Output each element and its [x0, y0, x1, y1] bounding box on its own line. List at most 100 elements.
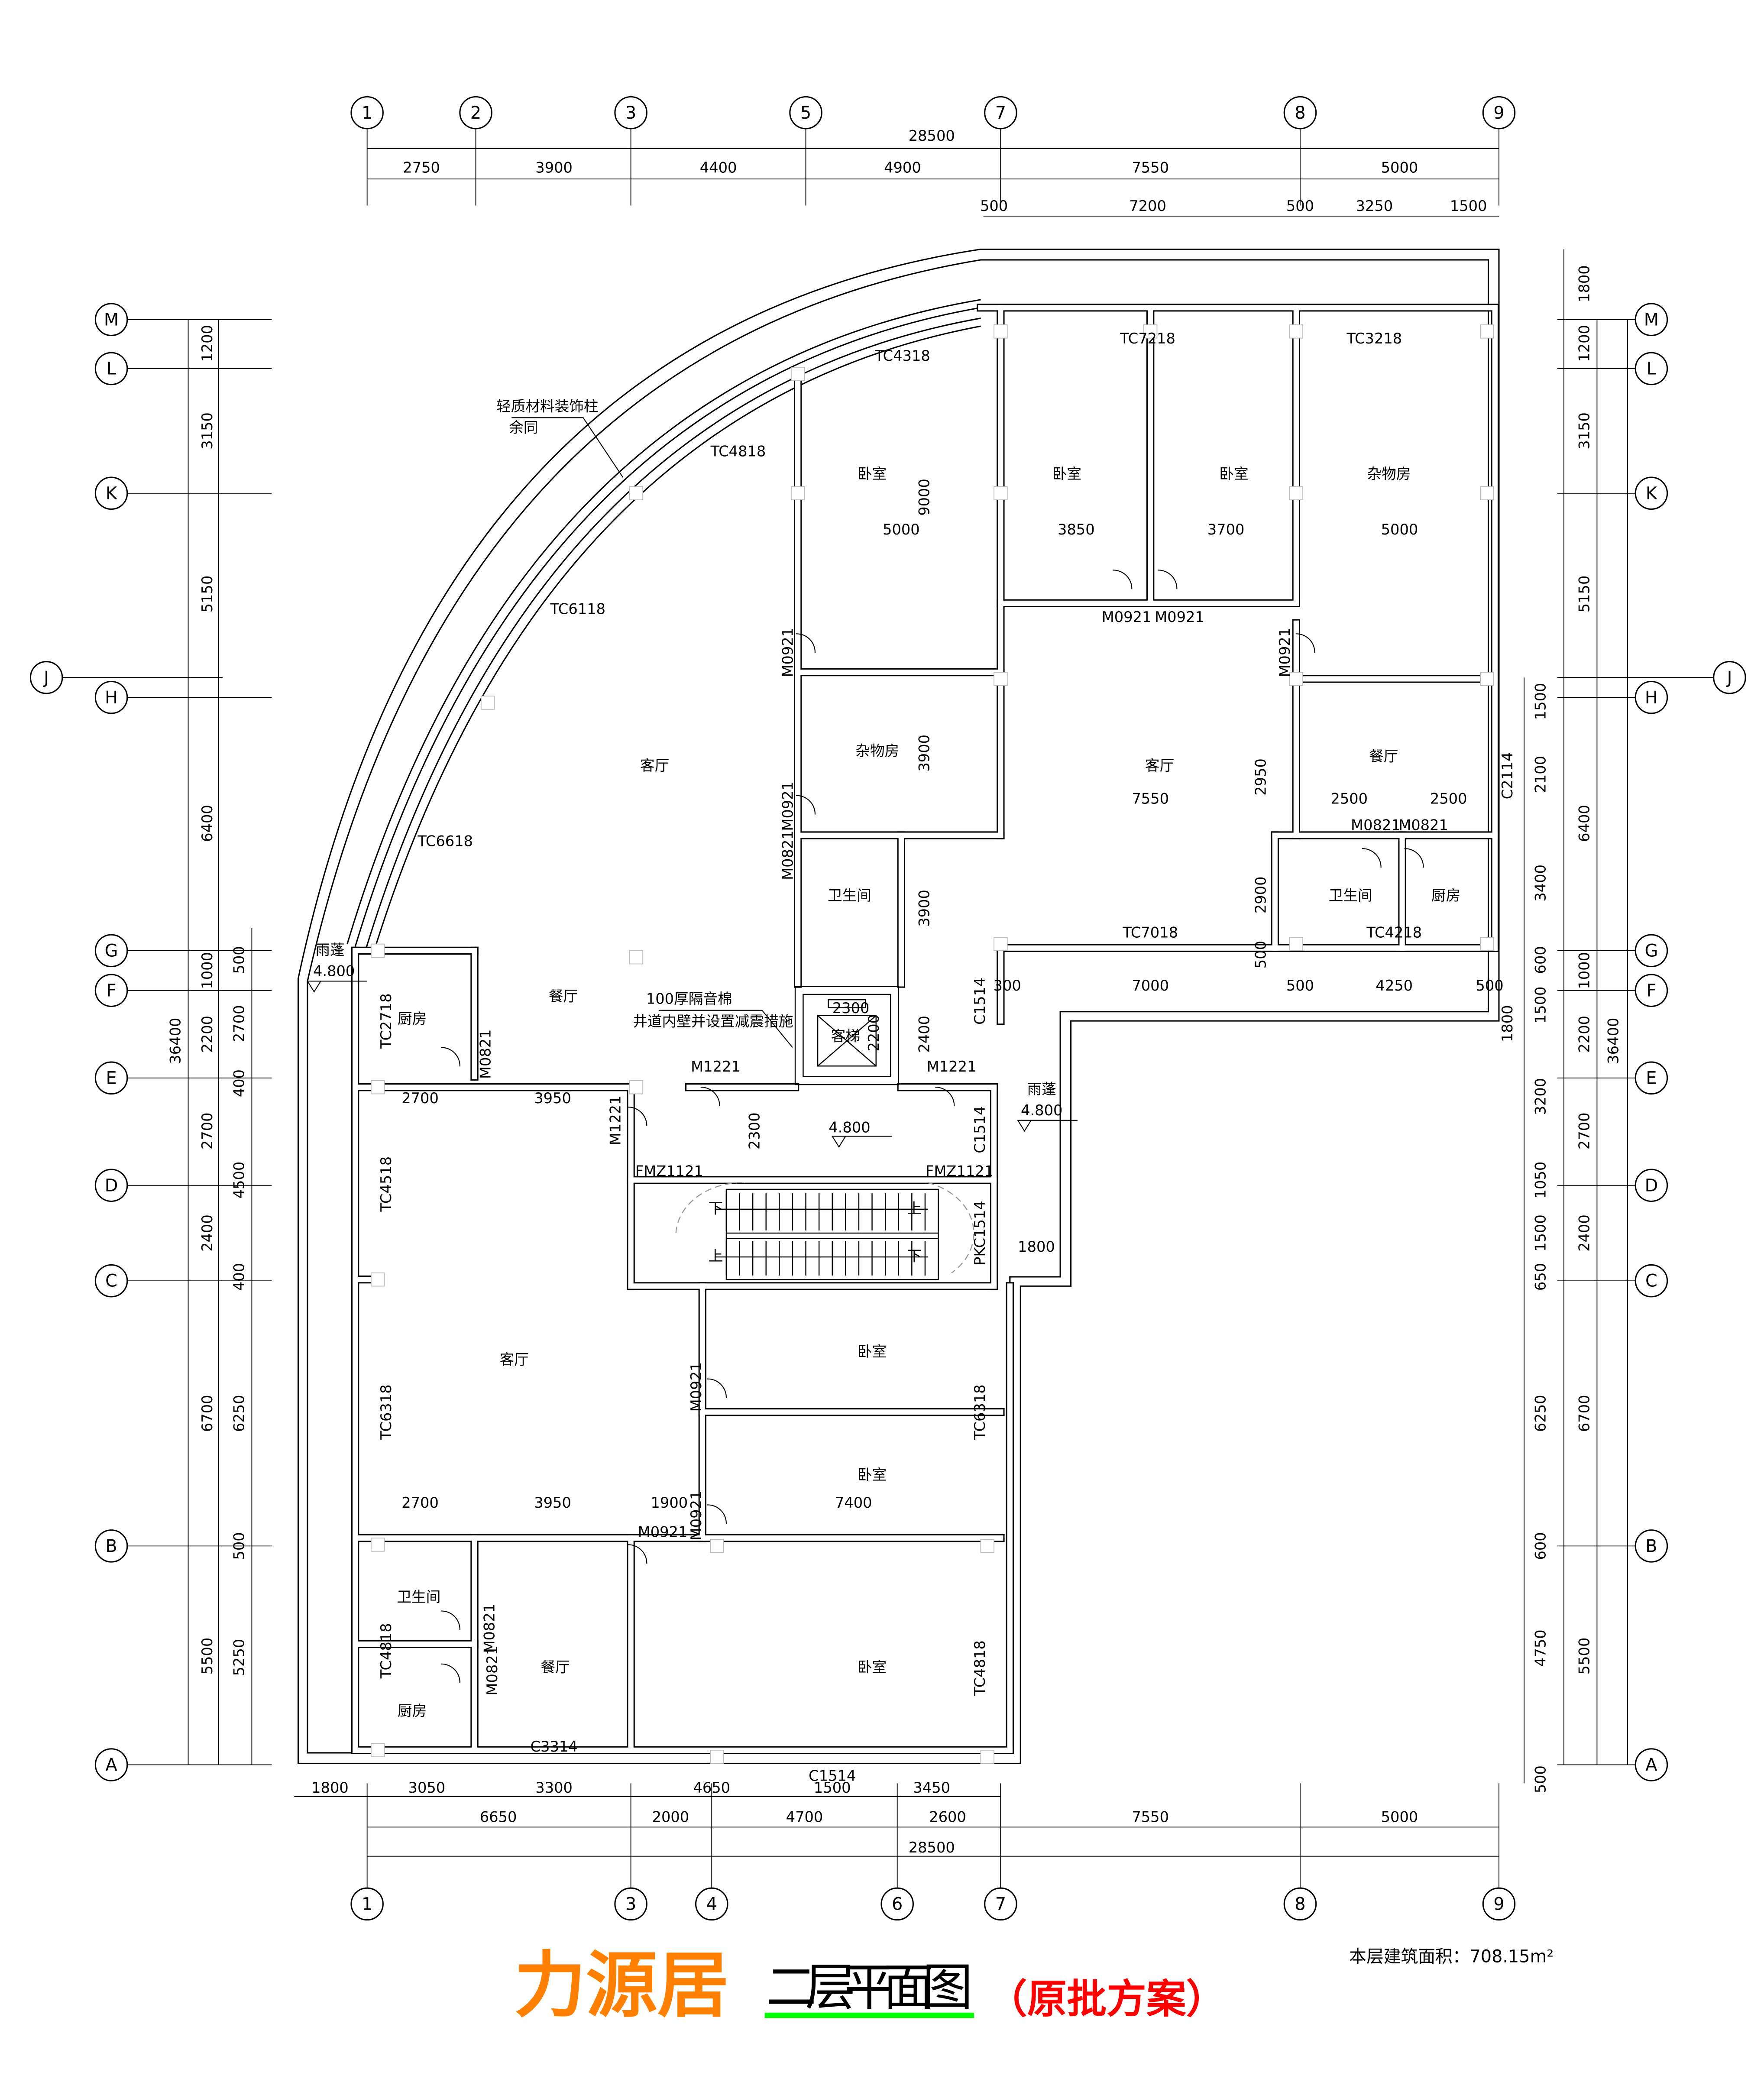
axis-label: D — [1645, 1176, 1658, 1195]
annotation-label: M0821 — [1398, 817, 1448, 834]
dimension-text: 36400 — [167, 1018, 184, 1064]
annotation-label: 7550 — [1132, 790, 1169, 807]
dimension-text: 5500 — [1576, 1638, 1592, 1675]
axis-label: 9 — [1493, 103, 1504, 123]
axis-label: C — [1645, 1271, 1657, 1291]
annotation-label: TC4818 — [971, 1640, 988, 1696]
floor-area: 本层建筑面积：708.15m² — [1349, 1947, 1554, 1967]
annotation-label: M0921 — [1102, 609, 1152, 625]
annotation-label: 下 — [709, 1200, 723, 1217]
building-outline — [297, 248, 1500, 1764]
annotation-label: 2700 — [401, 1494, 439, 1511]
dimension-text: 3150 — [199, 412, 216, 450]
annotation-label: TC2718 — [378, 993, 395, 1049]
dimension-text: 7550 — [1132, 1808, 1169, 1825]
dimension-text: 2700 — [230, 1005, 247, 1042]
axis-bubble — [1283, 1887, 1317, 1921]
axis-label: K — [106, 483, 117, 503]
column — [790, 486, 805, 500]
annotation-label: 300 — [994, 977, 1021, 994]
axis-bubble — [789, 96, 822, 130]
annotation-label: 100厚隔音棉 — [646, 991, 732, 1007]
room-label: 餐厅 — [541, 1659, 570, 1676]
room-label: 杂物房 — [1367, 465, 1411, 482]
leader-line — [658, 1010, 793, 1048]
axis-label: 8 — [1295, 103, 1305, 123]
column — [370, 1272, 385, 1287]
annotation-label: 500 — [1286, 977, 1314, 994]
room-label: 客厅 — [640, 757, 669, 774]
annotation-label: TC4818 — [378, 1623, 395, 1679]
axis-label: 4 — [706, 1894, 717, 1914]
column — [1480, 324, 1494, 339]
axis-bubble — [94, 352, 128, 385]
axis-bubble — [29, 661, 63, 694]
annotation-label: 2500 — [1430, 790, 1467, 807]
annotation-label: 500 — [1476, 977, 1503, 994]
door-swing — [707, 1378, 727, 1398]
column — [1289, 672, 1304, 686]
axis-label: G — [105, 941, 118, 961]
room-label: 厨房 — [398, 1703, 427, 1720]
annotation-label: TC6618 — [417, 832, 473, 849]
door-swing — [628, 1544, 647, 1564]
column — [980, 1539, 994, 1553]
annotation-label: 4.800 — [313, 962, 355, 979]
column — [370, 943, 385, 958]
dimension-text: 3900 — [535, 159, 573, 176]
axis-label: 6 — [892, 1894, 903, 1914]
room-label: 卫生间 — [1329, 887, 1372, 904]
axis-bubble — [459, 96, 492, 130]
dimension-text: 5250 — [230, 1639, 247, 1676]
column — [480, 696, 495, 710]
door-swing — [628, 1107, 647, 1127]
column — [994, 672, 1008, 686]
axis-bubble — [1635, 352, 1668, 385]
column — [1289, 324, 1304, 339]
axis-label: F — [107, 981, 117, 1001]
annotation-label: 3900 — [916, 890, 932, 927]
room-label: 卧室 — [1052, 465, 1081, 482]
annotation-label: 9000 — [916, 479, 932, 516]
leader-line — [511, 417, 624, 478]
column — [370, 1538, 385, 1552]
dimension-text: 5000 — [1381, 159, 1418, 176]
annotation-label: 500 — [1253, 941, 1269, 968]
axis-label: E — [106, 1068, 117, 1088]
dimension-text: 7200 — [1129, 198, 1166, 214]
dimension-text: 4750 — [1532, 1629, 1549, 1667]
dimension-text: 2600 — [929, 1808, 966, 1825]
dimension-text: 1800 — [1576, 265, 1592, 302]
dimension-text: 4650 — [693, 1779, 730, 1796]
axis-bubble — [94, 1169, 128, 1202]
column — [370, 1743, 385, 1758]
dimension-text: 3400 — [1532, 865, 1549, 902]
dimension-text: 7550 — [1132, 159, 1169, 176]
axis-label: H — [1645, 688, 1658, 708]
axis-bubble — [984, 96, 1017, 130]
axis-label: F — [1646, 981, 1656, 1001]
dimension-text: 2000 — [652, 1808, 689, 1825]
axis-bubble — [1635, 1748, 1668, 1781]
annotation-label: 2300 — [746, 1112, 763, 1150]
dimension-text: 1500 — [1532, 683, 1549, 720]
dimension-text: 1500 — [1532, 987, 1549, 1024]
dimension-text: 1200 — [1576, 325, 1592, 362]
axis-bubble — [94, 1061, 128, 1095]
axis-label: 3 — [625, 1894, 636, 1914]
annotation-label: TC4218 — [1366, 924, 1422, 941]
axis-label: 1 — [362, 103, 372, 123]
axis-label: J — [42, 668, 49, 688]
dimension-text: 5150 — [1576, 576, 1592, 613]
column — [1289, 486, 1304, 500]
dimension-text: 650 — [1532, 1263, 1549, 1291]
door-swing — [440, 1610, 460, 1630]
column — [994, 324, 1008, 339]
dimension-text: 36400 — [1605, 1018, 1622, 1064]
axis-label: M — [1644, 310, 1659, 330]
dimension-text: 5150 — [199, 576, 216, 613]
elevation-marker-icon — [831, 1136, 892, 1148]
column — [994, 486, 1008, 500]
dimension-text: 1000 — [1576, 952, 1592, 989]
